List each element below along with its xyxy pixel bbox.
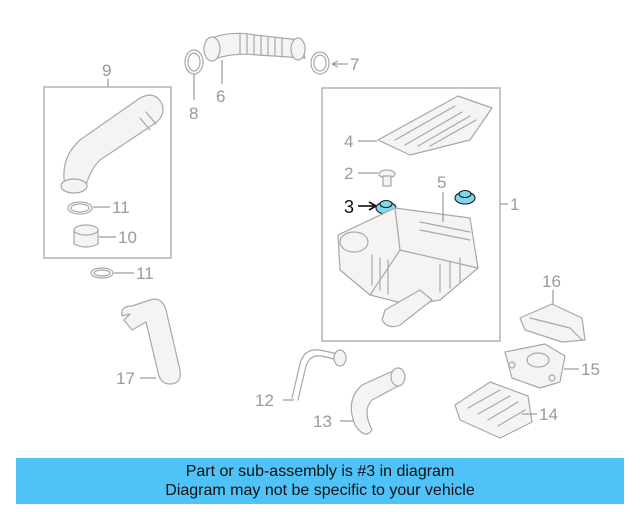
callout-3-highlighted: 3 — [344, 197, 354, 217]
callout-15: 15 — [581, 360, 600, 379]
part-13-bent-hose — [350, 367, 406, 435]
part-1-airbox-housing — [337, 207, 479, 328]
group-frame-1 — [321, 87, 501, 342]
part-16-cover-panel — [519, 303, 586, 343]
part-3-grommet-highlighted-secondary — [454, 189, 476, 205]
leader-arrow-3 — [368, 201, 377, 211]
part-8-hose-clamp — [184, 49, 204, 75]
callout-11-upper: 11 — [112, 198, 130, 217]
callout-1: 1 — [510, 195, 519, 214]
part-4-airbox-cover — [377, 95, 493, 156]
callout-5: 5 — [437, 173, 446, 192]
callout-4: 4 — [344, 132, 353, 151]
part-14-air-guide — [454, 381, 533, 439]
part-17-lower-duct — [121, 298, 181, 385]
banner-line-part-number: Part or sub-assembly is #3 in diagram — [185, 463, 455, 480]
leader-arrow-7 — [331, 60, 339, 68]
part-2-grommet — [378, 169, 396, 187]
callout-16: 16 — [542, 272, 561, 291]
part-6-intake-hose — [203, 32, 306, 62]
callout-6: 6 — [216, 87, 225, 106]
part-12-breather-hose — [291, 349, 347, 401]
callout-13: 13 — [313, 412, 332, 431]
banner-line-disclaimer: Diagram may not be specific to your vehi… — [165, 482, 475, 499]
part-15-bracket — [504, 343, 566, 389]
part-7-hose-clamp — [310, 51, 330, 75]
callout-10: 10 — [118, 228, 137, 247]
callout-17: 17 — [116, 369, 135, 388]
callout-12: 12 — [255, 391, 274, 410]
callout-14: 14 — [539, 405, 558, 424]
part-10-coupler — [73, 224, 99, 248]
part-9-intake-duct — [60, 94, 164, 194]
callout-7: 7 — [350, 55, 359, 74]
callout-9: 9 — [102, 61, 111, 80]
callout-8: 8 — [189, 104, 198, 123]
callout-2: 2 — [344, 164, 353, 183]
part-11-clamp-lower — [90, 267, 114, 279]
info-banner: Part or sub-assembly is #3 in diagram Di… — [16, 458, 624, 504]
callout-11-lower: 11 — [136, 264, 154, 283]
part-11-clamp-upper — [67, 201, 93, 215]
